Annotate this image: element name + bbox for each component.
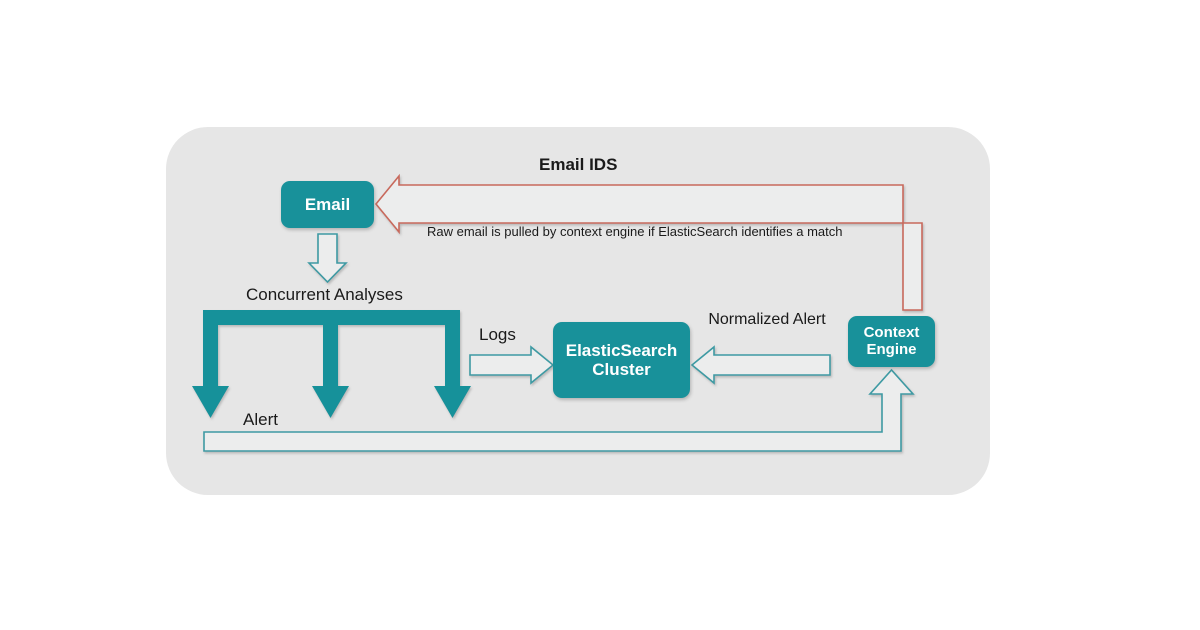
node-elasticsearch-cluster[interactable]: ElasticSearch Cluster — [553, 322, 690, 398]
node-context-engine-label: Context Engine — [863, 323, 920, 359]
edge-label-concurrent-analyses: Concurrent Analyses — [246, 285, 403, 304]
edge-label-logs: Logs — [479, 325, 516, 344]
edge-label-normalized-alert: Normalized Alert — [708, 311, 826, 328]
node-elasticsearch-label: ElasticSearch Cluster — [566, 341, 678, 379]
diagram-title: Email IDS — [539, 155, 618, 174]
edge-label-alert: Alert — [243, 410, 278, 429]
node-email-label: Email — [304, 194, 351, 214]
edge-label-raw-email-note: Raw email is pulled by context engine if… — [427, 224, 843, 239]
node-email[interactable]: Email — [281, 181, 374, 228]
node-context-engine-label-line2: Engine — [866, 340, 917, 358]
node-elasticsearch-label-line1: ElasticSearch — [565, 340, 678, 360]
node-context-engine[interactable]: Context Engine — [848, 316, 935, 367]
node-context-engine-label-line1: Context — [863, 323, 920, 341]
node-elasticsearch-label-line2: Cluster — [592, 360, 651, 379]
